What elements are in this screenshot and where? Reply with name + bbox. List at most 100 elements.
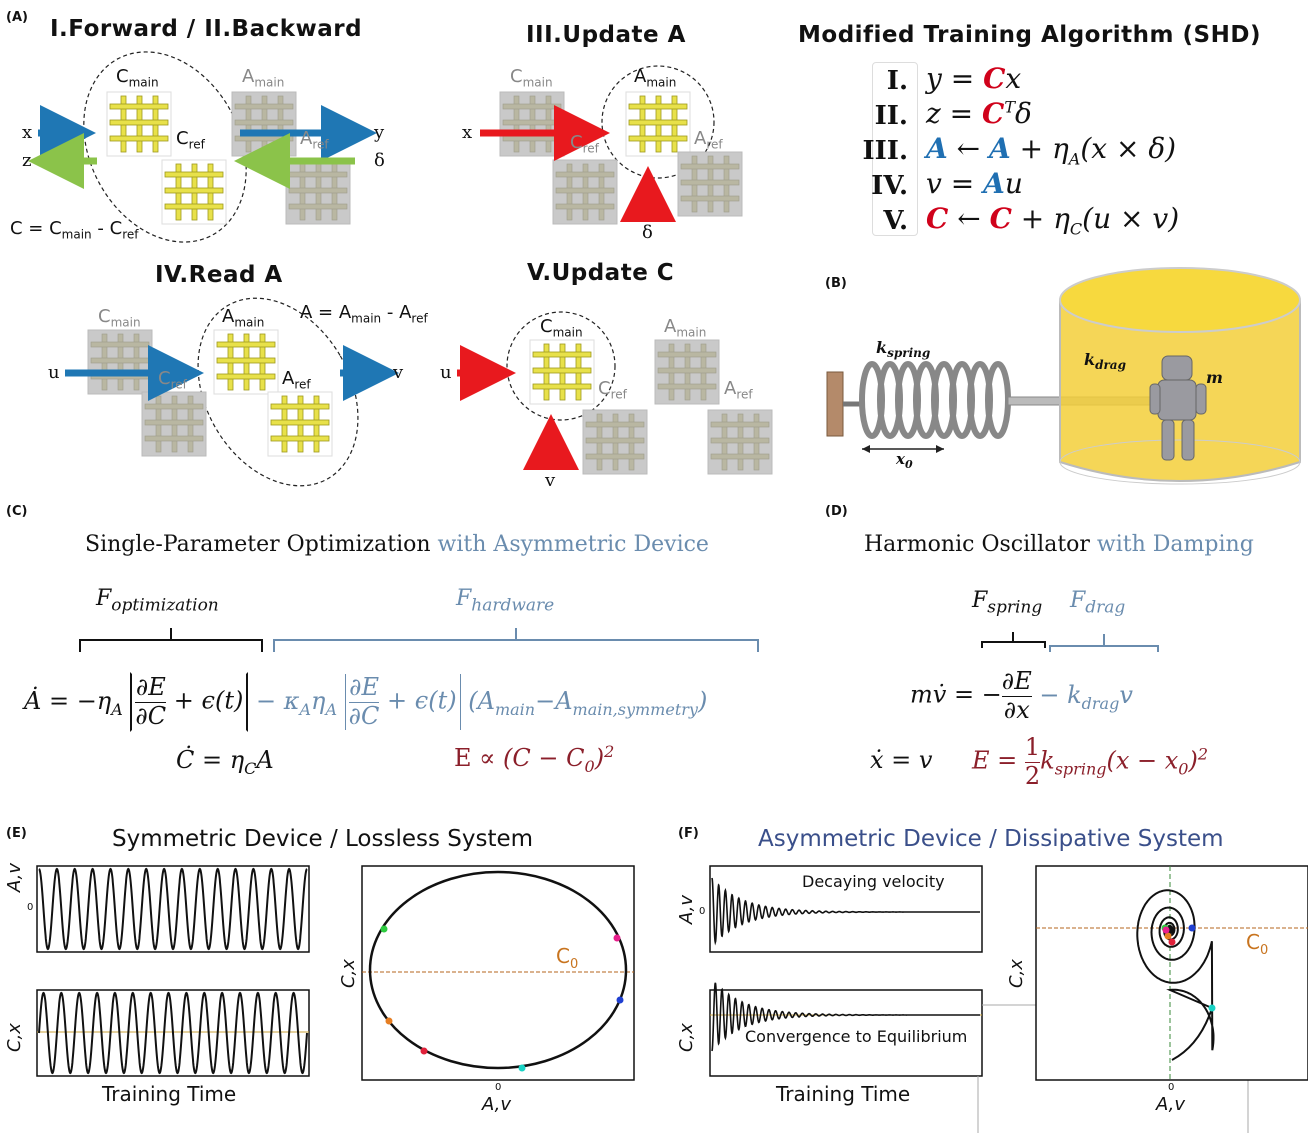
step-4-eq: v = Au <box>926 167 1023 200</box>
energy-equation-c: E ∝ (C − C0)2 <box>454 742 615 776</box>
c-ref-array <box>161 159 227 225</box>
e-phase-zero-tick: 0 <box>495 1082 502 1093</box>
arrow-label-x: x <box>22 122 33 143</box>
panel-e-plots <box>36 865 635 1081</box>
crossbar-diagram <box>28 51 773 487</box>
arrow-label-y: y <box>374 122 385 143</box>
algorithm-title: Modified Training Algorithm (SHD) <box>798 22 1261 48</box>
marker-dot <box>1168 938 1176 946</box>
e-phase-xlabel: A,v <box>482 1094 512 1115</box>
marker-dot <box>613 934 621 942</box>
label-c-main-4: Cmain <box>540 316 583 340</box>
a-dot-equation: Ȧ = −ηA ∂E∂C + ϵ(t) − κAηA ∂E∂C + ϵ(t) (… <box>24 672 707 733</box>
f-c0-label: C0 <box>1246 930 1269 958</box>
label-a-main-4: Amain <box>664 316 707 340</box>
marker-dot <box>420 1047 428 1055</box>
f-xlabel: Training Time <box>776 1082 911 1106</box>
a-formula: A = Amain - Aref <box>300 302 428 326</box>
label-c-ref: Cref <box>176 128 205 152</box>
mass-label: m <box>1206 368 1223 387</box>
forward-backward-title: I.Forward / II.Backward <box>50 16 363 42</box>
brace-group-c <box>79 628 759 652</box>
label-c-ref-4: Cref <box>598 378 627 402</box>
step-5-num: V. <box>883 206 908 236</box>
marker-dot <box>1188 924 1196 932</box>
label-a-ref-3: Aref <box>282 368 311 392</box>
read-a-title: IV.Read A <box>155 262 283 288</box>
step-3-num: III. <box>862 136 908 166</box>
spring-tank-illustration <box>826 267 1301 485</box>
panel-e-title: Symmetric Device / Lossless System <box>112 826 534 852</box>
f-phase-xlabel: A,v <box>1156 1094 1186 1115</box>
k-drag-label: kdrag <box>1084 350 1126 373</box>
panel-label-e: (E) <box>6 826 27 841</box>
label-c-main-3: Cmain <box>98 306 141 330</box>
c-dot-equation: Ċ = ηCA <box>176 746 274 778</box>
panel-f-title: Asymmetric Device / Dissipative System <box>758 826 1224 852</box>
f-annotation-top: Decaying velocity <box>802 872 945 891</box>
step-3-eq: A ← A + ηA(x × δ) <box>926 132 1177 169</box>
panel-label-f: (F) <box>678 826 699 841</box>
f-top-ylabel: A,v <box>676 894 697 924</box>
panel-label-a: (A) <box>6 10 28 25</box>
f-spring-label: Fspring <box>972 588 1043 618</box>
step-2-eq: z = CTδ <box>926 97 1032 130</box>
f-zero-tick: 0 <box>699 906 706 917</box>
e-xlabel: Training Time <box>102 1082 237 1106</box>
e-phase-ylabel: C,x <box>338 959 359 988</box>
panel-c-title: Single-Parameter Optimization with Asymm… <box>85 532 709 557</box>
brace-group-d <box>981 632 1159 652</box>
label-a-main-3: Amain <box>222 306 265 330</box>
e-c0-label: C0 <box>556 944 579 972</box>
arrow-label-v: v <box>393 362 404 383</box>
m-v-dot-equation: mv̇ = −∂E∂x − kdragv <box>910 667 1133 724</box>
panel-d-title: Harmonic Oscillator with Damping <box>864 532 1254 557</box>
k-spring-label: kspring <box>876 338 931 361</box>
marker-dot <box>380 925 388 933</box>
arrow-label-v-2: v <box>545 470 556 491</box>
panel-label-c: (C) <box>6 504 28 519</box>
label-c-ref-2: Cref <box>570 132 599 156</box>
f-phase-ylabel: C,x <box>1006 959 1027 988</box>
x0-label: x0 <box>896 450 913 471</box>
f-optimization-label: Foptimization <box>96 586 219 616</box>
panel-label-b: (B) <box>825 276 847 291</box>
step-4-num: IV. <box>871 171 908 201</box>
arrow-label-delta: δ <box>374 150 385 171</box>
panel-f-plots <box>709 865 1308 1133</box>
label-a-main-2: Amain <box>634 66 677 90</box>
a-main-array <box>231 91 297 157</box>
label-c-ref-3: Cref <box>158 368 187 392</box>
e-zero-tick: 0 <box>27 902 34 913</box>
label-a-ref: Aref <box>300 128 329 152</box>
step-1-num: I. <box>886 66 908 96</box>
update-a-title: III.Update A <box>526 22 686 48</box>
update-c-title: V.Update C <box>527 260 675 286</box>
arrow-label-u-2: u <box>440 362 452 383</box>
step-5-eq: C ← C + ηC(u × v) <box>926 202 1180 239</box>
label-c-main-2: Cmain <box>510 66 553 90</box>
label-c-main: Cmain <box>116 66 159 90</box>
label-a-ref-2: Aref <box>694 128 723 152</box>
c-main-array <box>106 91 172 157</box>
step-2-num: II. <box>874 101 908 131</box>
f-phase-zero-tick: 0 <box>1168 1082 1175 1093</box>
a-ref-array <box>285 159 351 225</box>
step-1-eq: y = Cx <box>926 62 1022 95</box>
c-formula: C = Cmain - Cref <box>10 218 139 242</box>
marker-dot <box>1164 932 1172 940</box>
label-a-ref-4: Aref <box>724 378 753 402</box>
marker-dot <box>385 1017 393 1025</box>
arrow-label-x-2: x <box>462 122 473 143</box>
arrow-label-z: z <box>22 150 32 171</box>
marker-dot <box>518 1064 526 1072</box>
e-top-ylabel: A,v <box>4 862 25 892</box>
marker-dot <box>1208 1004 1216 1012</box>
e-bottom-ylabel: C,x <box>4 1023 25 1052</box>
f-bottom-ylabel: C,x <box>676 1023 697 1052</box>
arrow-label-delta-2: δ <box>642 222 653 243</box>
arrow-label-u: u <box>48 362 60 383</box>
f-annotation-bottom: Convergence to Equilibrium <box>745 1027 968 1046</box>
panel-label-d: (D) <box>825 504 848 519</box>
